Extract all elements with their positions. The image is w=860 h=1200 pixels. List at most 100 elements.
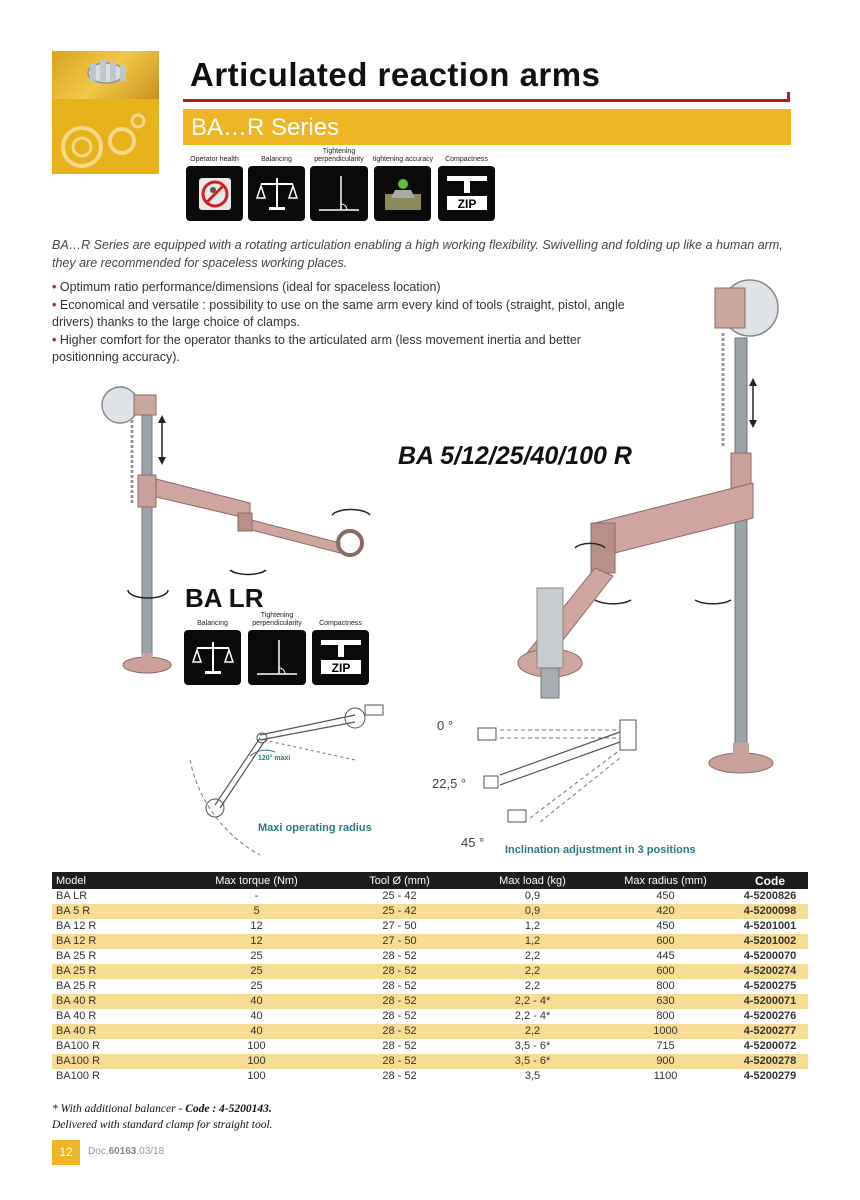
table-cell: 25 [180,979,333,994]
table-cell: BA 25 R [52,979,180,994]
table-cell: 630 [599,994,732,1009]
series-title: BA…R Series [191,114,340,141]
table-cell: 4-5201001 [732,919,808,934]
table-cell: 4-5200279 [732,1069,808,1084]
table-cell: 100 [180,1039,333,1054]
table-cell: 4-5200072 [732,1039,808,1054]
table-cell: BA 12 R [52,934,180,949]
balr-arm-illustration [101,386,371,674]
svg-text:ZIP: ZIP [331,661,350,675]
table-cell: 1100 [599,1069,732,1084]
title-underline-tick [787,92,790,102]
table-cell: 3,5 [466,1069,599,1084]
table-cell: 3,5 - 6* [466,1039,599,1054]
table-cell: 2,2 [466,964,599,979]
series-band [183,109,791,145]
table-cell: 4-5200276 [732,1009,808,1024]
table-cell: BA100 R [52,1069,180,1084]
table-cell: 445 [599,949,732,964]
bullet-item: • Economical and versatile : possibility… [52,297,625,330]
balr-label: BA LR [185,583,264,613]
table-cell: BA 40 R [52,994,180,1009]
table-cell: 40 [180,1009,333,1024]
table-cell: 800 [599,1009,732,1024]
feature-label: Compactness [319,620,362,627]
table-cell: 28 - 52 [333,1054,466,1069]
column-header: Code [732,872,808,889]
inclination-caption: Inclination adjustment in 3 positions [505,844,696,856]
logo-photo [52,51,159,99]
table-cell: 4-5200071 [732,994,808,1009]
inclination-diagram [477,719,637,823]
table-cell: 100 [180,1054,333,1069]
table-cell: BA 40 R [52,1009,180,1024]
doc-reference: Doc.60163.03/18 [88,1146,165,1157]
table-cell: 900 [599,1054,732,1069]
zip-compact-icon: ZIP [312,630,369,685]
table-cell: 600 [599,934,732,949]
table-cell: 2,2 [466,979,599,994]
svg-text:ZIP: ZIP [457,197,476,211]
table-cell: 28 - 52 [333,1069,466,1084]
gears-icon [61,113,146,168]
feature-label: Operator health [190,156,239,163]
table-cell: 600 [599,964,732,979]
perpendicular-angle-icon [248,630,306,685]
title-underline [183,99,790,102]
table-cell: 27 - 50 [333,919,466,934]
table-cell: 28 - 52 [333,949,466,964]
table-cell: 5 [180,904,333,919]
page-number: 12 [52,1140,80,1165]
angle-45-label: 45 ° [461,835,485,850]
bar-arm-illustration [517,279,779,774]
table-cell: 4-5200826 [732,889,808,904]
table-cell: 4-5200070 [732,949,808,964]
table-cell: BA 12 R [52,919,180,934]
table-cell: 4-5200275 [732,979,808,994]
feature-label: Compactness [445,156,488,163]
table-cell: 2,2 - 4* [466,994,599,1009]
table-cell: - [180,889,333,904]
footnote-balancer: * With additional balancer - Code : 4-52… [52,1103,272,1115]
table-cell: 25 [180,949,333,964]
no-vibration-icon [186,166,243,221]
page-title: Articulated reaction arms [190,56,601,93]
table-cell: 28 - 52 [333,1009,466,1024]
feature-label: Balancing [197,620,228,627]
table-cell: 450 [599,919,732,934]
table-cell: 12 [180,919,333,934]
table-header-row: Model Max torque (Nm) Tool Ø (mm) Max lo… [52,872,808,889]
feature-label: Tightening perpendicularity [252,612,302,627]
table-cell: 1000 [599,1024,732,1039]
table-cell: 800 [599,979,732,994]
table-cell: 28 - 52 [333,994,466,1009]
table-cell: 420 [599,904,732,919]
nut-accuracy-icon [374,166,431,221]
brand-logo [52,51,159,174]
table-cell: 27 - 50 [333,934,466,949]
balance-scale-icon [184,630,241,685]
table-cell: 4-5200277 [732,1024,808,1039]
table-cell: 28 - 52 [333,1039,466,1054]
column-header: Model [52,872,180,889]
table-cell: 4-5200274 [732,964,808,979]
table-cell: 28 - 52 [333,1024,466,1039]
feature-label: Balancing [261,156,292,163]
table-cell: 1,2 [466,934,599,949]
table-cell: 25 - 42 [333,904,466,919]
table-cell: 4-5201002 [732,934,808,949]
table-cell: 2,2 - 4* [466,1009,599,1024]
table-cell: 25 [180,964,333,979]
table-cell: 4-5200278 [732,1054,808,1069]
column-header: Max radius (mm) [599,872,732,889]
table-cell: 1,2 [466,919,599,934]
table-cell: 450 [599,889,732,904]
models-label: BA 5/12/25/40/100 R [398,442,632,470]
